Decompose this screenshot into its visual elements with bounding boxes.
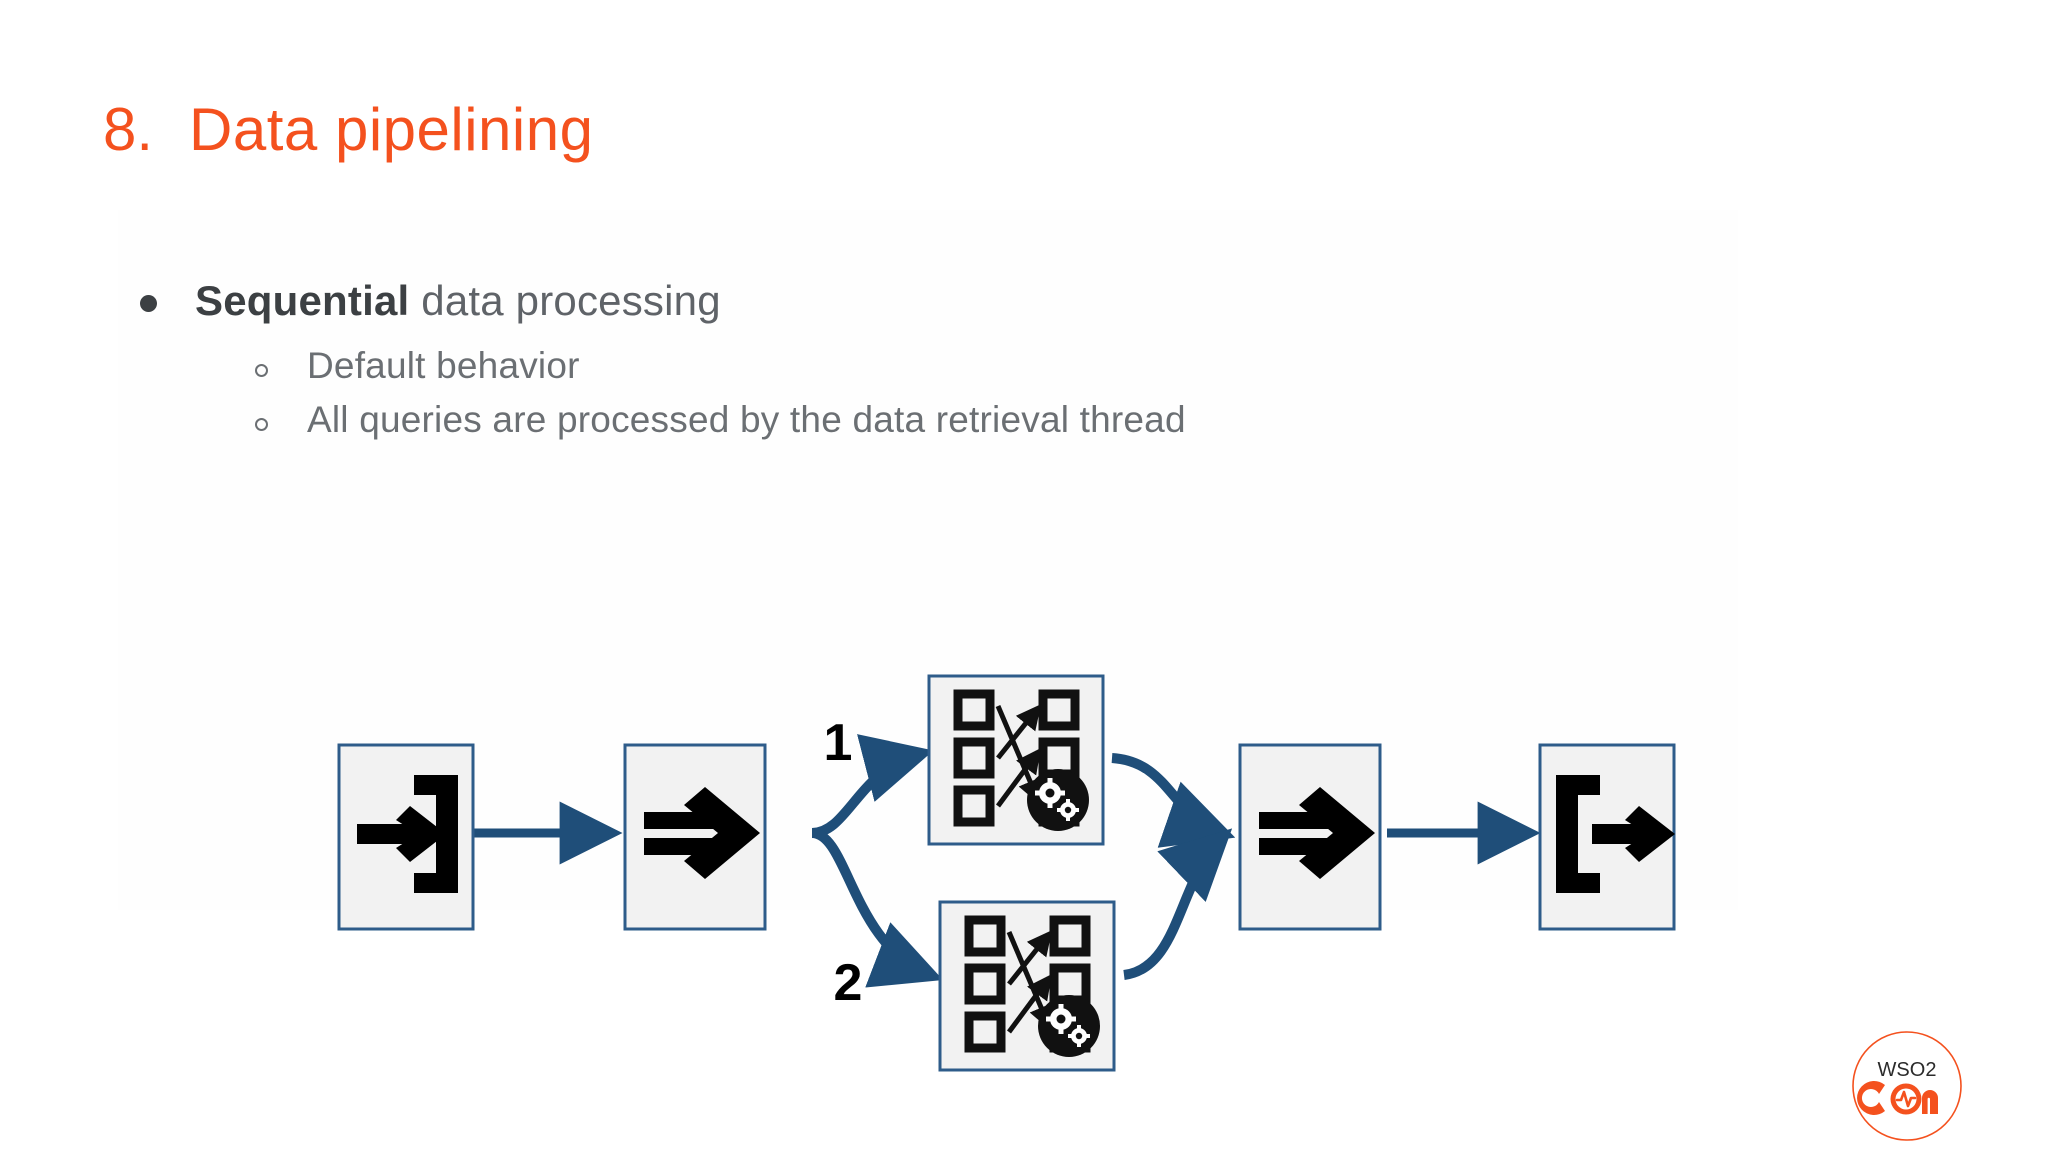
branch-label-2: 2 bbox=[834, 954, 863, 1012]
bullet-level2-text: All queries are processed by the data re… bbox=[307, 398, 1186, 440]
bullet-level1-text: Sequential data processing bbox=[195, 275, 721, 328]
node-transform-2[interactable] bbox=[938, 900, 1116, 1072]
list-item: Sequential data processing bbox=[140, 275, 1640, 328]
node-transform-2-box[interactable] bbox=[938, 900, 1116, 1072]
bullet-circle-icon bbox=[255, 417, 268, 431]
logo-pulse-icon bbox=[1895, 1090, 1917, 1108]
bullet-disc-icon bbox=[140, 295, 157, 312]
data-mapping-gear-icon bbox=[964, 915, 1100, 1057]
title-text: Data pipelining bbox=[189, 96, 594, 163]
page-title: 8. Data pipelining bbox=[103, 95, 594, 164]
list-item: Default behavior bbox=[255, 342, 1640, 390]
bullet-circle-icon bbox=[255, 363, 268, 377]
logo-wordmark-top: WSO2 bbox=[1878, 1059, 1937, 1081]
list-item: All queries are processed by the data re… bbox=[255, 396, 1640, 444]
bullet-bold-prefix: Sequential bbox=[195, 277, 410, 324]
bullet-level2-text: Default behavior bbox=[307, 344, 580, 386]
title-number: 8. bbox=[103, 96, 154, 163]
wso2con-logo: WSO2 bbox=[1851, 1030, 1963, 1142]
bullet-list: Sequential data processing Default behav… bbox=[140, 275, 1640, 450]
bullet-rest: data processing bbox=[409, 277, 721, 324]
